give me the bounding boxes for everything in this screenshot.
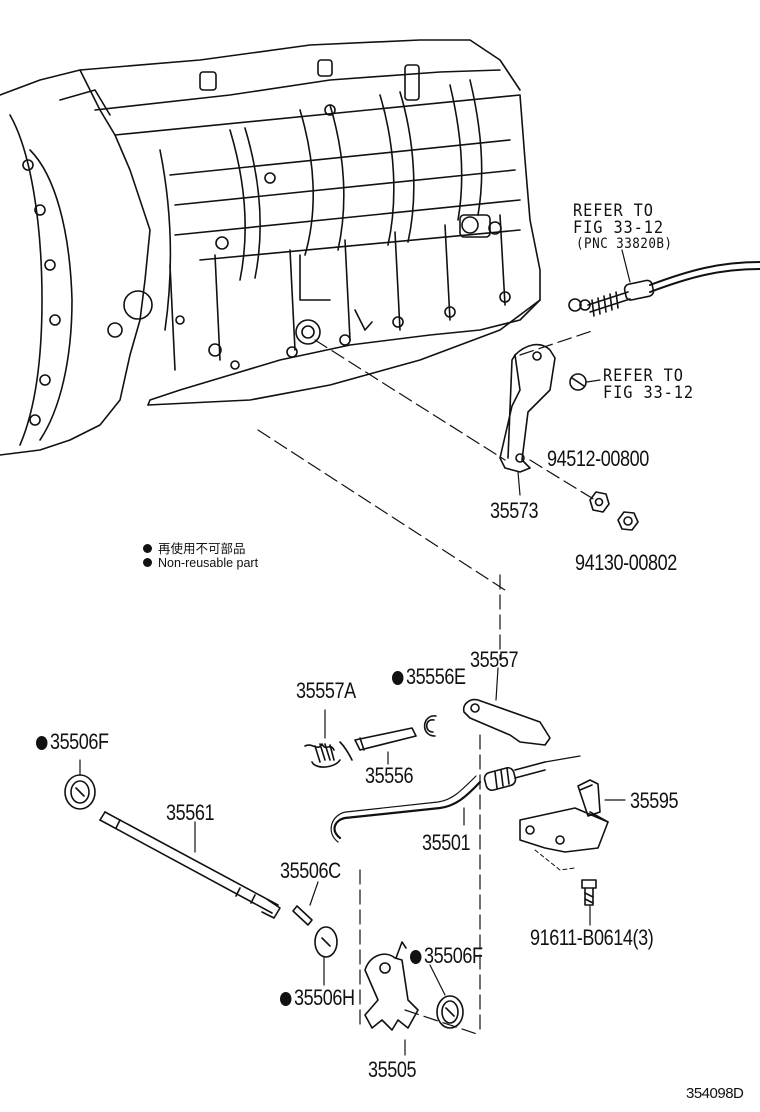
non-reusable-marker-icon xyxy=(410,950,422,964)
part-label-35506h: 35506H xyxy=(280,985,355,1011)
non-reusable-marker-icon xyxy=(280,992,292,1006)
legend-ja-text: 再使用不可部品 xyxy=(158,542,246,556)
part-number-35506c: 35506C xyxy=(280,858,341,883)
part-number-35557a: 35557A xyxy=(296,678,356,703)
part-number-35506h: 35506H xyxy=(293,985,355,1010)
part-number-35556: 35556 xyxy=(365,763,414,788)
lever-35557 xyxy=(462,667,551,746)
nut-reference xyxy=(569,373,601,391)
pin-35556 xyxy=(354,727,417,765)
part-number-35556e: 35556E xyxy=(405,664,466,689)
control-cable-upper xyxy=(568,249,760,317)
legend-ja: 再使用不可部品 xyxy=(143,538,246,557)
bolt-91611 xyxy=(581,879,597,926)
part-label-35556e: 35556E xyxy=(392,664,466,690)
non-reusable-bullet-icon xyxy=(143,544,152,553)
nut-94130 xyxy=(617,511,639,531)
part-number-35573: 35573 xyxy=(490,498,539,523)
part-number-35506f-left: 35506F xyxy=(49,729,109,754)
nut-ref-line-2: FIG 33-12 xyxy=(603,383,695,403)
bracket-35573 xyxy=(499,343,556,496)
figure-code: 354098D xyxy=(686,1085,744,1102)
seal-35506f-left xyxy=(64,759,96,810)
part-number-35557: 35557 xyxy=(470,647,519,672)
cable-ref-line-3: (PNC 33820B) xyxy=(576,236,673,252)
leader-lines xyxy=(257,329,596,1036)
bracket-35595 xyxy=(519,779,626,871)
part-number-35561: 35561 xyxy=(166,800,215,825)
non-reusable-bullet-icon xyxy=(143,558,152,567)
spring-35557a xyxy=(304,709,353,768)
cable-ref-line-1: REFER TO xyxy=(573,201,654,221)
transmission-assembly xyxy=(0,39,541,456)
washer-94512 xyxy=(589,491,610,513)
cable-ref-line-2: FIG 33-12 xyxy=(573,218,665,238)
part-number-94130: 94130-00802 xyxy=(575,550,677,575)
pin-35506c xyxy=(292,881,319,926)
part-number-35501: 35501 xyxy=(422,830,471,855)
seal-35506h xyxy=(314,926,338,986)
part-label-35506f-right: 35506F xyxy=(410,943,483,969)
legend-en: Non-reusable part xyxy=(143,556,258,570)
part-number-35505: 35505 xyxy=(368,1057,417,1082)
part-number-35506f-right: 35506F xyxy=(423,943,483,968)
shaft-35561 xyxy=(99,811,281,919)
non-reusable-marker-icon xyxy=(392,671,404,685)
nut-ref-line-1: REFER TO xyxy=(603,366,684,386)
non-reusable-marker-icon xyxy=(36,736,48,750)
part-number-91611: 91611-B0614(3) xyxy=(530,925,654,950)
part-number-35595: 35595 xyxy=(630,788,679,813)
clip-35556e xyxy=(423,715,437,737)
lever-35505 xyxy=(364,941,419,1056)
seal-35506f-right xyxy=(429,964,464,1029)
legend-en-text: Non-reusable part xyxy=(158,556,259,570)
part-number-94512: 94512-00800 xyxy=(547,446,649,471)
cable-35501 xyxy=(330,755,581,843)
part-label-35506f-left: 35506F xyxy=(36,729,109,755)
